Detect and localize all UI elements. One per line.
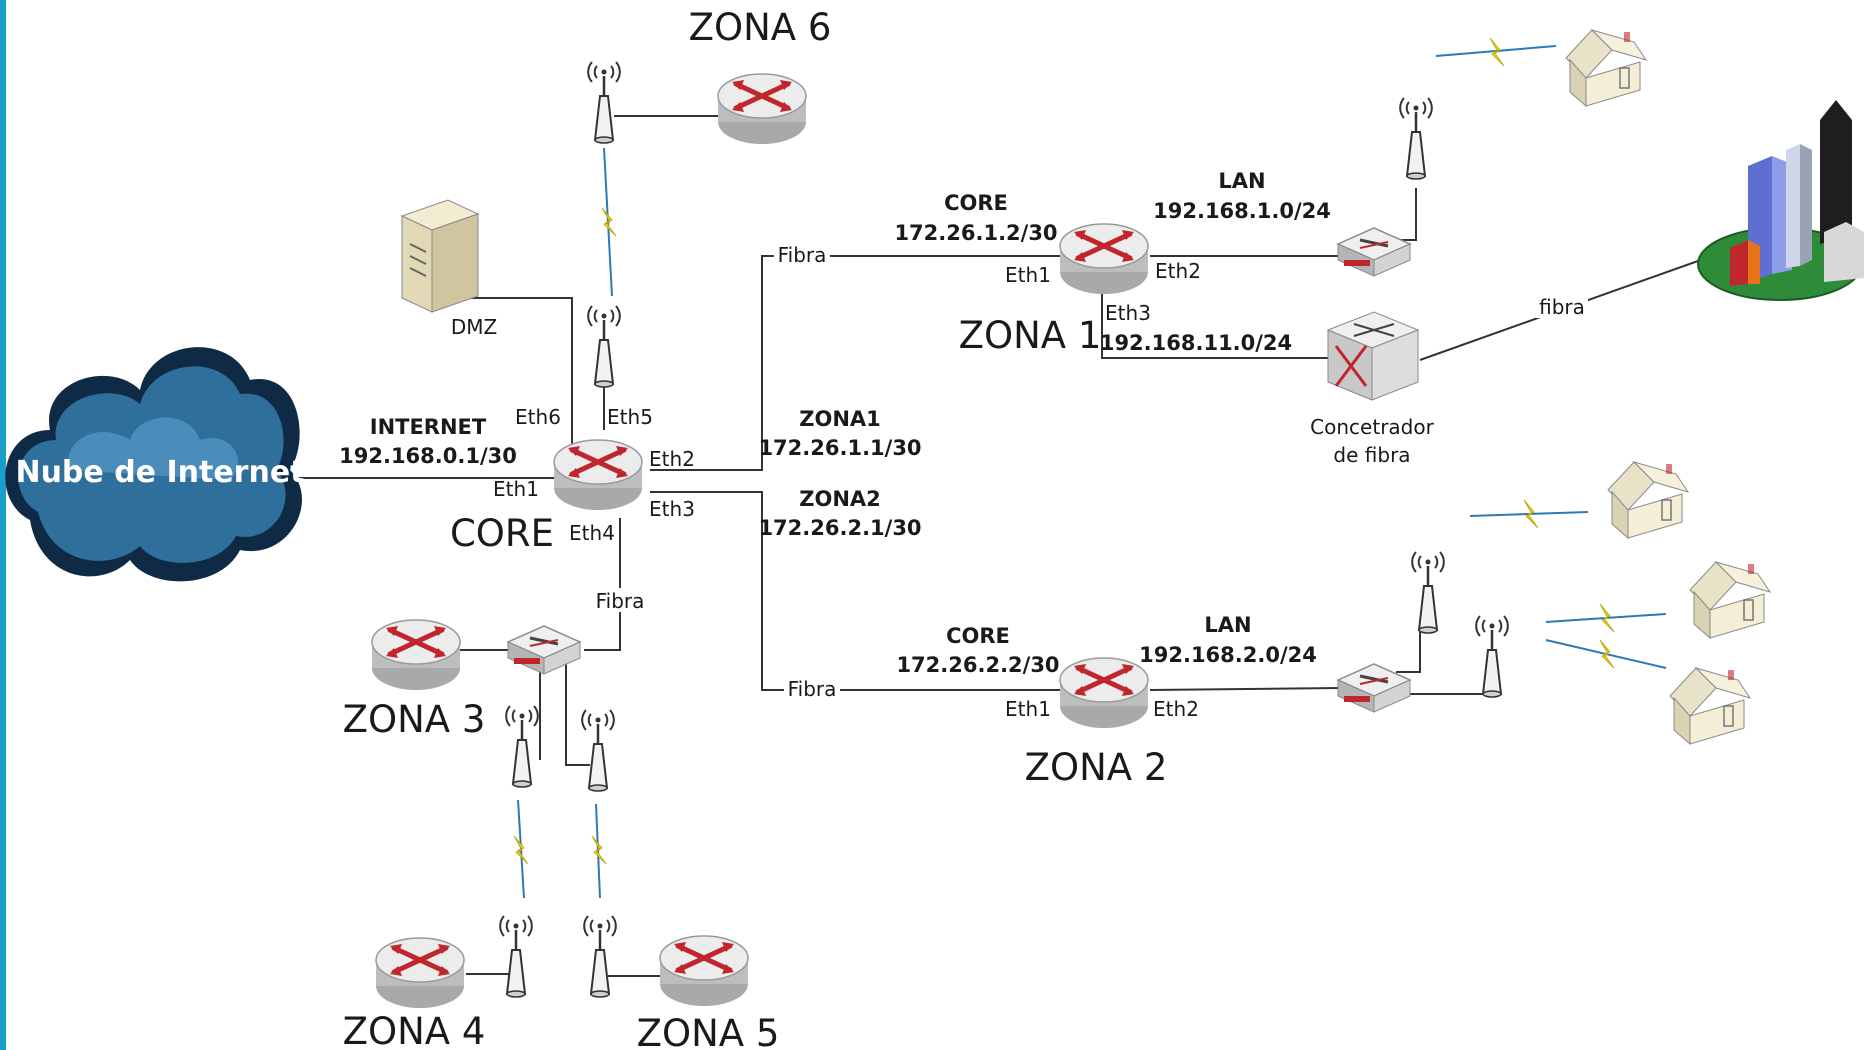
core-port-eth4: Eth4 xyxy=(569,521,615,545)
antenna-icon xyxy=(584,916,616,997)
antenna-icon xyxy=(1476,616,1508,697)
antenna-icon xyxy=(500,916,532,997)
router-icon xyxy=(554,440,642,510)
zona5-label: ZONA 5 xyxy=(637,1012,780,1050)
cloud-label: Nube de Internet xyxy=(15,455,304,490)
zona6-label: ZONA 6 xyxy=(689,6,832,49)
fibra-label-zona2: Fibra xyxy=(788,677,837,701)
zona2-lan-ip: 192.168.2.0/24 xyxy=(1139,643,1317,667)
zona5: ZONA 5 xyxy=(584,916,779,1050)
antenna-icon xyxy=(588,62,620,143)
dmz-server: DMZ xyxy=(402,200,497,339)
switch-icon xyxy=(508,626,580,674)
fiber-concentrator-icon xyxy=(1328,312,1418,400)
zona2-lan-title: LAN xyxy=(1204,613,1251,637)
switch-icon xyxy=(1338,228,1410,276)
core-port-eth3: Eth3 xyxy=(649,497,695,521)
house-icon xyxy=(1690,562,1770,638)
zona2-lan-line xyxy=(1150,688,1340,690)
core-label: CORE xyxy=(450,512,554,555)
zona2-switch-antenna1-line xyxy=(1396,630,1420,672)
concentrator-label-line2: de fibra xyxy=(1333,443,1410,467)
zona3-switch-antenna2-line xyxy=(566,664,590,765)
house-icon xyxy=(1670,668,1750,744)
zona4: ZONA 4 xyxy=(343,916,532,1050)
zona1-lan-title: LAN xyxy=(1218,169,1265,193)
internet-cloud: Nube de Internet xyxy=(5,347,304,581)
link-zona1-title: ZONA1 xyxy=(799,407,881,431)
zona2-core-ip: 172.26.2.2/30 xyxy=(896,653,1059,677)
zona1-eth3-ip: 192.168.11.0/24 xyxy=(1100,331,1292,355)
concentrator-label-line1: Concetrador xyxy=(1310,415,1434,439)
house-icon xyxy=(1608,462,1688,538)
router-icon xyxy=(660,936,748,1006)
zona2-eth1: Eth1 xyxy=(1005,697,1051,721)
zona4-label: ZONA 4 xyxy=(343,1010,486,1050)
internet-link-ip: 192.168.0.1/30 xyxy=(339,444,517,468)
fibra-label-zona3: Fibra xyxy=(596,589,645,613)
building-icon xyxy=(1698,100,1864,300)
zona1-eth1: Eth1 xyxy=(1005,263,1051,287)
zona1-core-ip: 172.26.1.2/30 xyxy=(894,221,1057,245)
fibra-label-building: fibra xyxy=(1539,295,1585,319)
left-accent-bar xyxy=(0,0,6,1050)
zona2-switch-antenna2-line xyxy=(1400,692,1490,694)
router-icon xyxy=(372,620,460,690)
fibra-label-zona1: Fibra xyxy=(778,243,827,267)
zona2: ZONA 2 CORE 172.26.2.2/30 Eth1 Eth2 LAN … xyxy=(896,462,1770,789)
zona1-lan-ip: 192.168.1.0/24 xyxy=(1153,199,1331,223)
zona2-label: ZONA 2 xyxy=(1025,746,1168,789)
router-icon xyxy=(1060,224,1148,294)
zona1-eth3: Eth3 xyxy=(1105,301,1151,325)
link-zona1-ip: 172.26.1.1/30 xyxy=(758,436,921,460)
router-icon xyxy=(376,938,464,1008)
zona1-switch-antenna-line xyxy=(1390,188,1416,240)
antenna-icon xyxy=(582,710,614,791)
zona1: ZONA 1 CORE 172.26.1.2/30 Eth1 Eth2 Eth3… xyxy=(894,30,1864,467)
house-icon xyxy=(1566,30,1646,106)
zona2-core-title: CORE xyxy=(946,624,1010,648)
zona1-eth2: Eth2 xyxy=(1155,259,1201,283)
core-port-eth2: Eth2 xyxy=(649,447,695,471)
core-port-eth5: Eth5 xyxy=(607,405,653,429)
antenna-icon xyxy=(506,706,538,787)
zona3-label: ZONA 3 xyxy=(343,698,486,741)
internet-link-title: INTERNET xyxy=(370,415,487,439)
antenna-icon xyxy=(588,306,620,387)
core-port-eth1: Eth1 xyxy=(493,477,539,501)
zona6: ZONA 6 xyxy=(588,6,831,144)
zona1-label: ZONA 1 xyxy=(959,314,1102,357)
link-zona2-title: ZONA2 xyxy=(799,487,881,511)
zona2-eth2: Eth2 xyxy=(1153,697,1199,721)
router-icon xyxy=(718,74,806,144)
core-port-eth6: Eth6 xyxy=(515,405,561,429)
antenna-icon xyxy=(1412,552,1444,633)
dmz-label: DMZ xyxy=(451,315,497,339)
link-zona2-ip: 172.26.2.1/30 xyxy=(758,516,921,540)
server-icon xyxy=(402,200,478,312)
router-icon xyxy=(1060,658,1148,728)
zona1-core-title: CORE xyxy=(944,191,1008,215)
antenna-icon xyxy=(1400,98,1432,179)
